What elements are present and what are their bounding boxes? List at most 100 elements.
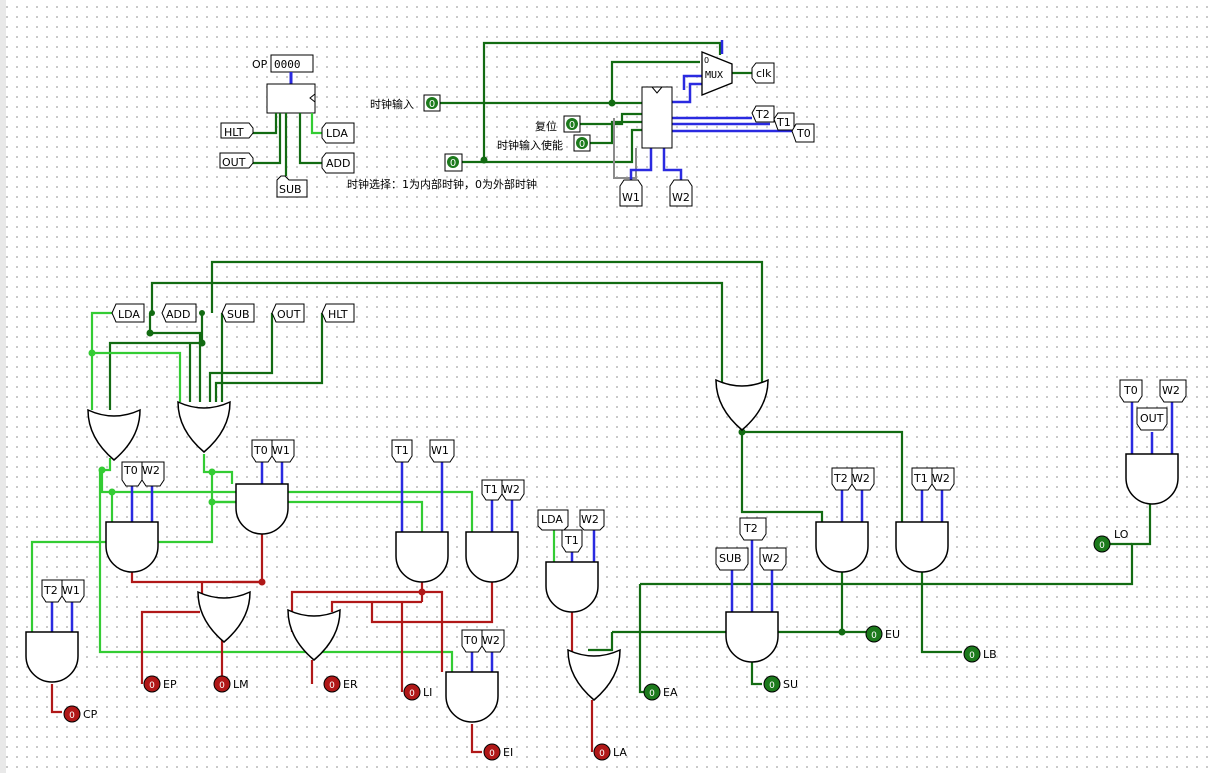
- svg-text:LO: LO: [1114, 528, 1129, 541]
- pin-clock-enable[interactable]: 0: [573, 134, 591, 152]
- or-gate-eu-select: [715, 379, 769, 431]
- reset-label: 复位: [535, 119, 557, 133]
- tag-t0-g: T0: [461, 629, 483, 653]
- pin-reset[interactable]: 0: [563, 115, 581, 133]
- svg-text:W2: W2: [932, 472, 950, 485]
- svg-text:T1: T1: [776, 116, 791, 129]
- tag-t0-a: T0: [121, 461, 143, 487]
- led-lo: 0LO: [1093, 528, 1129, 553]
- tag-sub: SUB: [221, 303, 255, 323]
- and-gate-t0w1: [235, 483, 289, 535]
- svg-text:W2: W2: [581, 513, 599, 526]
- tag-clk: clk: [751, 62, 775, 84]
- tag-w2-i: W2: [851, 467, 875, 491]
- svg-text:SU: SU: [783, 678, 798, 691]
- svg-text:T1: T1: [913, 472, 928, 485]
- svg-text:ADD: ADD: [326, 157, 350, 170]
- svg-text:0: 0: [149, 681, 155, 691]
- led-la: 0 LA: [593, 743, 627, 761]
- svg-text:0: 0: [69, 711, 75, 721]
- tag-w2-k: W2: [1159, 379, 1187, 403]
- and-gate-ei: [445, 671, 499, 723]
- wire-hlt: [251, 113, 278, 135]
- tag-add-top: ADD: [321, 152, 355, 174]
- pin-clock-in[interactable]: 0: [423, 94, 441, 112]
- wire-counter-to-mux: [672, 82, 702, 104]
- svg-text:0: 0: [569, 120, 575, 131]
- svg-text:SUB: SUB: [227, 308, 250, 321]
- svg-text:0: 0: [649, 689, 655, 699]
- svg-text:0: 0: [489, 749, 495, 759]
- and-gate-t1w2: [465, 531, 519, 583]
- svg-text:T0: T0: [463, 634, 478, 647]
- tag-out: OUT: [271, 303, 305, 323]
- lower-tags: LDA ADD SUB OUT HLT T0 W2 T0 W1 T1 W1 T1…: [41, 303, 1187, 653]
- canvas-left-edge: [0, 0, 6, 773]
- svg-text:W2: W2: [142, 464, 160, 477]
- svg-text:EU: EU: [885, 628, 900, 641]
- led-ep: 0 EP: [143, 675, 177, 693]
- tag-lda: LDA: [111, 303, 145, 323]
- tag-w2-a: W2: [141, 461, 165, 487]
- svg-text:LM: LM: [233, 678, 249, 691]
- tag-t0-b: T0: [251, 439, 273, 463]
- tag-out-k: OUT: [1136, 407, 1168, 431]
- svg-text:W1: W1: [622, 191, 640, 204]
- clock-select-text: 时钟选择：1为内部时钟，0为外部时钟: [347, 177, 537, 191]
- tag-hlt-top: HLT: [220, 122, 254, 139]
- svg-text:T1: T1: [564, 534, 579, 547]
- svg-text:EP: EP: [163, 678, 177, 691]
- wire-enable: [590, 120, 642, 145]
- wire-clock-select: [482, 41, 722, 160]
- svg-text:W1: W1: [431, 444, 449, 457]
- tag-t0-k: T0: [1119, 379, 1143, 403]
- tag-t1-top: T1: [773, 112, 795, 131]
- and-gate-lb: [895, 521, 949, 573]
- svg-text:OUT: OUT: [1140, 412, 1164, 425]
- tag-w2-h: W2: [759, 547, 787, 571]
- or-gate-lm: [197, 591, 251, 643]
- tag-hlt: HLT: [321, 303, 355, 323]
- tag-w2-top: W2: [669, 179, 693, 207]
- svg-text:OUT: OUT: [222, 156, 246, 169]
- svg-text:T2: T2: [43, 584, 58, 597]
- and-gate-t1w1: [395, 531, 449, 583]
- and-gate-eu: [815, 521, 869, 573]
- svg-text:0: 0: [871, 631, 877, 641]
- svg-text:CP: CP: [83, 708, 98, 721]
- pin-clock-select[interactable]: 0: [444, 153, 463, 172]
- op-label: OP: [252, 58, 268, 71]
- svg-text:HLT: HLT: [224, 126, 244, 139]
- tag-t2-i: T2: [831, 467, 853, 491]
- svg-text:LA: LA: [613, 746, 627, 759]
- wire-lda: [310, 113, 322, 135]
- tag-w1-f: W1: [61, 579, 85, 603]
- svg-text:0: 0: [599, 749, 605, 759]
- wire-reset: [580, 112, 642, 126]
- svg-text:W2: W2: [672, 191, 690, 204]
- or-gate-1: [87, 409, 141, 461]
- wire-add: [298, 113, 322, 165]
- tag-t0-top: T0: [791, 123, 815, 143]
- tag-w1-b: W1: [271, 439, 295, 463]
- decoder-section: OP 0000 HLT OUT SUB LDA ADD: [219, 54, 355, 198]
- or-gate-la: [567, 649, 621, 701]
- wire-w2: [662, 148, 683, 180]
- tag-t1-c: T1: [391, 439, 413, 463]
- svg-text:W2: W2: [482, 634, 500, 647]
- wire-gray-loop: [613, 118, 637, 179]
- svg-text:0: 0: [579, 139, 585, 150]
- tag-t1-e: T1: [561, 529, 583, 553]
- svg-text:W2: W2: [502, 483, 520, 496]
- svg-text:EA: EA: [663, 686, 678, 699]
- tag-w1-top: W1: [619, 179, 643, 207]
- svg-text:W2: W2: [762, 552, 780, 565]
- and-gate-t0w2-left: [105, 521, 159, 573]
- tag-w2-g: W2: [481, 629, 505, 653]
